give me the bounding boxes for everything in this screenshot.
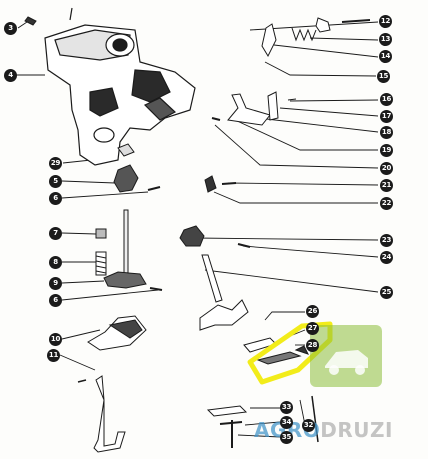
callout-badge-11: 11: [47, 349, 60, 362]
callout-badge-27: 27: [306, 322, 319, 335]
callout-badge-34: 34: [280, 416, 293, 429]
watermark-logo: [310, 325, 382, 387]
callout-badge-15: 15: [377, 70, 390, 83]
watermark-text: AGRODRUZI: [254, 418, 393, 442]
callout-badge-6: 6: [49, 192, 62, 205]
right-column-parts: [179, 17, 371, 448]
callout-badge-20: 20: [380, 162, 393, 175]
callout-badge-5: 5: [49, 175, 62, 188]
callout-badge-32: 32: [302, 419, 315, 432]
callout-badge-25: 25: [380, 286, 393, 299]
callout-badge-29: 29: [49, 157, 62, 170]
callout-badge-22: 22: [380, 197, 393, 210]
callout-badge-12: 12: [379, 15, 392, 28]
callout-badge-8: 8: [49, 256, 62, 269]
left-column-parts: [24, 16, 163, 453]
callout-badge-7: 7: [49, 227, 62, 240]
callout-badge-16: 16: [380, 93, 393, 106]
callout-badge-3: 3: [4, 22, 17, 35]
callout-badge-10: 10: [49, 333, 62, 346]
callout-badge-21: 21: [380, 179, 393, 192]
housing-part-4: [44, 7, 196, 166]
callout-badge-19: 19: [380, 144, 393, 157]
callout-badge-35: 35: [280, 431, 293, 444]
callout-badge-13: 13: [379, 33, 392, 46]
callout-badge-23: 23: [380, 234, 393, 247]
callout-badge-33: 33: [280, 401, 293, 414]
callout-badge-6: 6: [49, 294, 62, 307]
callout-badge-28: 28: [306, 339, 319, 352]
callout-badge-18: 18: [380, 126, 393, 139]
callout-badge-24: 24: [380, 251, 393, 264]
callout-badge-9: 9: [49, 277, 62, 290]
callout-badge-14: 14: [379, 50, 392, 63]
callout-badge-17: 17: [380, 110, 393, 123]
callout-badge-4: 4: [4, 69, 17, 82]
callout-badge-26: 26: [306, 305, 319, 318]
